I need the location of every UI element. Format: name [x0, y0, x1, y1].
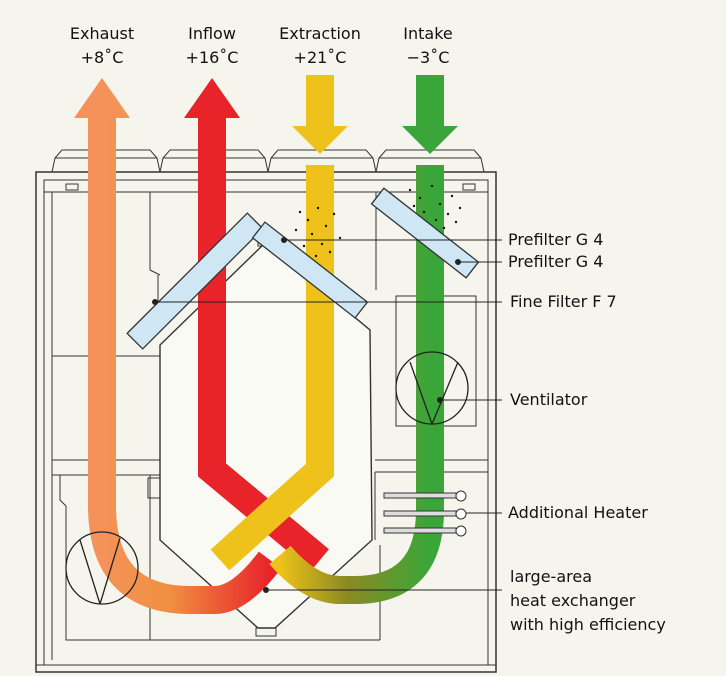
leader-lines [152, 237, 502, 593]
prefilter-1-label: Prefilter G 4 [508, 230, 603, 249]
exhaust-title: Exhaust [70, 24, 134, 43]
filters [126, 187, 480, 350]
extraction-temp: +21˚C [294, 48, 347, 67]
prefilter-2-label: Prefilter G 4 [508, 252, 603, 271]
intake-arrow-shaft [416, 75, 444, 128]
fine-filter-panel [126, 212, 264, 350]
header: Exhaust +8˚C Inflow +16˚C Extraction +21… [70, 24, 453, 67]
inflow-temp: +16˚C [186, 48, 239, 67]
dust-particles [294, 184, 462, 258]
ventilator-label: Ventilator [510, 390, 588, 409]
fine-filter-label: Fine Filter F 7 [510, 292, 617, 311]
inflow-flow [198, 118, 329, 571]
component-labels: Prefilter G 4 Prefilter G 4 Fine Filter … [508, 230, 666, 634]
extraction-arrow-shaft [306, 75, 334, 128]
heat-exchanger-label-line3: with high efficiency [510, 615, 666, 634]
additional-heater-label: Additional Heater [508, 503, 648, 522]
prefilter-2-panel [370, 187, 480, 279]
heat-exchanger-label-line2: heat exchanger [510, 591, 636, 610]
prefilter-1-panel [251, 221, 369, 319]
exhaust-flow [88, 118, 282, 614]
intake-temp: −3˚C [407, 48, 450, 67]
inflow-title: Inflow [188, 24, 236, 43]
extraction-arrow-icon [292, 126, 348, 154]
intake-title: Intake [403, 24, 452, 43]
exhaust-fan-icon [65, 531, 139, 605]
intake-arrow-icon [402, 126, 458, 154]
heat-exchanger-label-line1: large-area [510, 567, 592, 586]
inflow-arrow-icon [184, 78, 240, 118]
exhaust-temp: +8˚C [81, 48, 124, 67]
heater-elements-icon [383, 490, 467, 537]
exhaust-arrow-icon [74, 78, 130, 118]
extraction-title: Extraction [279, 24, 361, 43]
ventilator-fan-icon [395, 351, 469, 425]
